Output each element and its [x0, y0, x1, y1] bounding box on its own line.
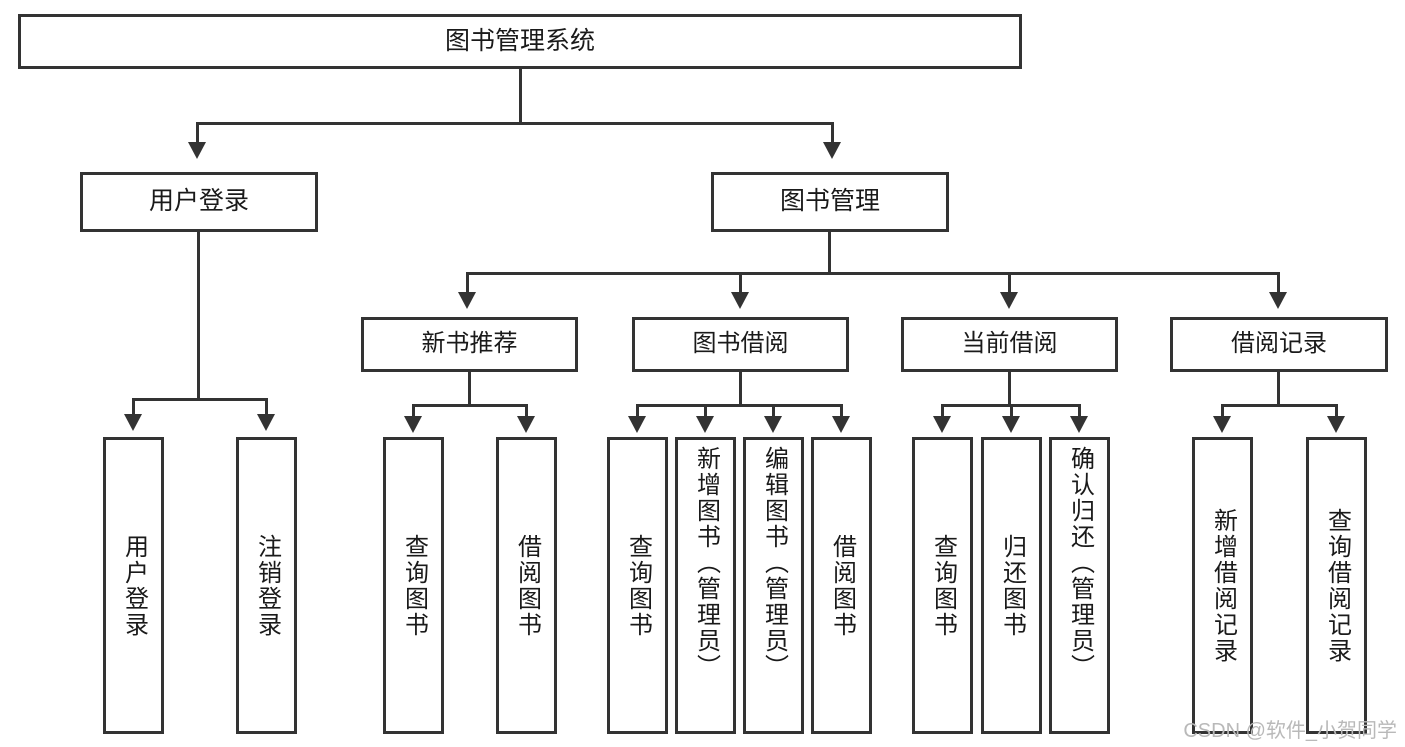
- node-label: 借阅图书: [828, 533, 856, 638]
- leaf-borrow-book-nbr[interactable]: 借阅图书: [496, 437, 557, 734]
- arrowhead-br-leaf-1: [1213, 416, 1231, 433]
- arrowhead-new-book-recommend: [458, 292, 476, 309]
- arrowhead-leaf-user-login: [124, 414, 142, 431]
- arrowhead-current-borrow: [1000, 292, 1018, 309]
- node-borrow-record[interactable]: 借阅记录: [1170, 317, 1388, 372]
- arrowhead-bb-leaf-3: [764, 416, 782, 433]
- leaf-add-book-admin[interactable]: 新增图书（管理员）: [675, 437, 736, 734]
- leaf-return-book[interactable]: 归还图书: [981, 437, 1042, 734]
- node-label: 图书管理: [779, 187, 880, 216]
- connector-to-new-book-recommend: [466, 272, 469, 294]
- connector-new-book-recommend-bus: [412, 404, 528, 407]
- connector-borrow-record-stem: [1277, 372, 1280, 404]
- node-label: 查询图书: [929, 533, 957, 638]
- leaf-query-book-nbr[interactable]: 查询图书: [383, 437, 444, 734]
- connector-current-borrow-stem: [1008, 372, 1011, 404]
- arrowhead-user-login: [188, 142, 206, 159]
- node-label: 编辑图书（管理员）: [760, 446, 788, 680]
- connector-nbr-drop-2: [525, 404, 528, 418]
- connector-cb-drop-3: [1078, 404, 1081, 418]
- connector-to-book-borrow: [739, 272, 742, 294]
- connector-root-to-book-management: [831, 122, 834, 144]
- node-label: 查询借阅记录: [1323, 507, 1351, 664]
- node-label: 确认归还（管理员）: [1066, 446, 1094, 680]
- connector-level3-bus: [466, 272, 1280, 275]
- node-label: 图书借阅: [692, 330, 789, 358]
- node-label: 借阅图书: [513, 533, 541, 638]
- node-label: 当前借阅: [961, 330, 1058, 358]
- node-label: 新增借阅记录: [1209, 507, 1237, 664]
- arrowhead-book-borrow: [731, 292, 749, 309]
- connector-to-current-borrow: [1008, 272, 1011, 294]
- node-label: 查询图书: [624, 533, 652, 638]
- arrowhead-book-management: [823, 142, 841, 159]
- node-label: 注销登录: [253, 533, 281, 638]
- connector-cb-drop-1: [941, 404, 944, 418]
- node-label: 归还图书: [998, 533, 1026, 638]
- arrowhead-nbr-leaf-1: [404, 416, 422, 433]
- leaf-add-borrow-record[interactable]: 新增借阅记录: [1192, 437, 1253, 734]
- connector-cb-drop-2: [1010, 404, 1013, 418]
- connector-book-borrow-stem: [739, 372, 742, 404]
- leaf-edit-book-admin[interactable]: 编辑图书（管理员）: [743, 437, 804, 734]
- connector-user-login-bus: [132, 398, 268, 401]
- arrowhead-cb-leaf-2: [1002, 416, 1020, 433]
- node-label: 图书管理系统: [444, 26, 595, 55]
- leaf-user-login[interactable]: 用户登录: [103, 437, 164, 734]
- connector-bb-drop-3: [772, 404, 775, 418]
- leaf-borrow-book-bb[interactable]: 借阅图书: [811, 437, 872, 734]
- connector-to-borrow-record: [1277, 272, 1280, 294]
- node-label: 用户登录: [148, 187, 249, 216]
- node-root-book-management-system[interactable]: 图书管理系统: [18, 14, 1022, 69]
- arrowhead-br-leaf-2: [1327, 416, 1345, 433]
- connector-user-login-drop-1: [132, 398, 135, 416]
- watermark-text: CSDN @软件_小贺同学: [1183, 720, 1397, 742]
- node-new-book-recommend[interactable]: 新书推荐: [361, 317, 578, 372]
- arrowhead-bb-leaf-1: [628, 416, 646, 433]
- connector-nbr-drop-1: [412, 404, 415, 418]
- node-user-login[interactable]: 用户登录: [80, 172, 318, 232]
- arrowhead-cb-leaf-1: [933, 416, 951, 433]
- connector-root-bus: [196, 122, 834, 125]
- connector-bb-drop-2: [704, 404, 707, 418]
- leaf-logout-login[interactable]: 注销登录: [236, 437, 297, 734]
- node-label: 新增图书（管理员）: [692, 446, 720, 680]
- leaf-query-book-cb[interactable]: 查询图书: [912, 437, 973, 734]
- connector-br-drop-1: [1221, 404, 1224, 418]
- arrowhead-nbr-leaf-2: [517, 416, 535, 433]
- arrowhead-borrow-record: [1269, 292, 1287, 309]
- node-label: 借阅记录: [1231, 330, 1327, 358]
- connector-user-login-stem: [197, 232, 200, 398]
- connector-root-to-user-login: [196, 122, 199, 144]
- node-label: 查询图书: [400, 533, 428, 638]
- connector-user-login-drop-2: [265, 398, 268, 416]
- arrowhead-cb-leaf-3: [1070, 416, 1088, 433]
- connector-book-management-stem: [828, 232, 831, 272]
- connector-bb-drop-1: [636, 404, 639, 418]
- connector-bb-drop-4: [840, 404, 843, 418]
- node-book-borrow[interactable]: 图书借阅: [632, 317, 849, 372]
- connector-book-borrow-bus: [636, 404, 843, 407]
- leaf-query-borrow-record[interactable]: 查询借阅记录: [1306, 437, 1367, 734]
- connector-borrow-record-bus: [1221, 404, 1338, 407]
- connector-new-book-recommend-stem: [468, 372, 471, 404]
- node-current-borrow[interactable]: 当前借阅: [901, 317, 1118, 372]
- connector-root-stem: [519, 69, 522, 122]
- node-label: 用户登录: [120, 533, 148, 638]
- leaf-confirm-return-admin[interactable]: 确认归还（管理员）: [1049, 437, 1110, 734]
- arrowhead-bb-leaf-4: [832, 416, 850, 433]
- leaf-query-book-bb[interactable]: 查询图书: [607, 437, 668, 734]
- connector-br-drop-2: [1335, 404, 1338, 418]
- node-book-management[interactable]: 图书管理: [711, 172, 949, 232]
- arrowhead-bb-leaf-2: [696, 416, 714, 433]
- arrowhead-leaf-logout-login: [257, 414, 275, 431]
- node-label: 新书推荐: [421, 330, 518, 358]
